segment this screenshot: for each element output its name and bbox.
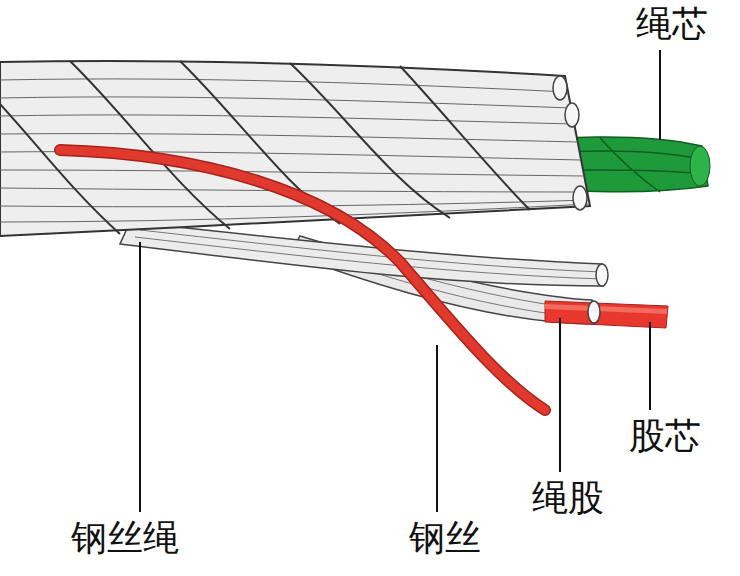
rope-core-end bbox=[690, 146, 710, 186]
strand-core-highlight bbox=[545, 304, 667, 314]
strand-ends bbox=[553, 76, 608, 323]
part-label: 绳芯 bbox=[636, 4, 708, 44]
part-label: 绳股 bbox=[532, 478, 604, 518]
steel-wire-outline bbox=[60, 150, 545, 410]
part-label: 钢丝 bbox=[409, 518, 481, 558]
steel-wire bbox=[60, 150, 545, 410]
leader-lines bbox=[140, 50, 660, 512]
part-label: 股芯 bbox=[629, 416, 701, 456]
part-label: 钢丝绳 bbox=[71, 518, 179, 558]
